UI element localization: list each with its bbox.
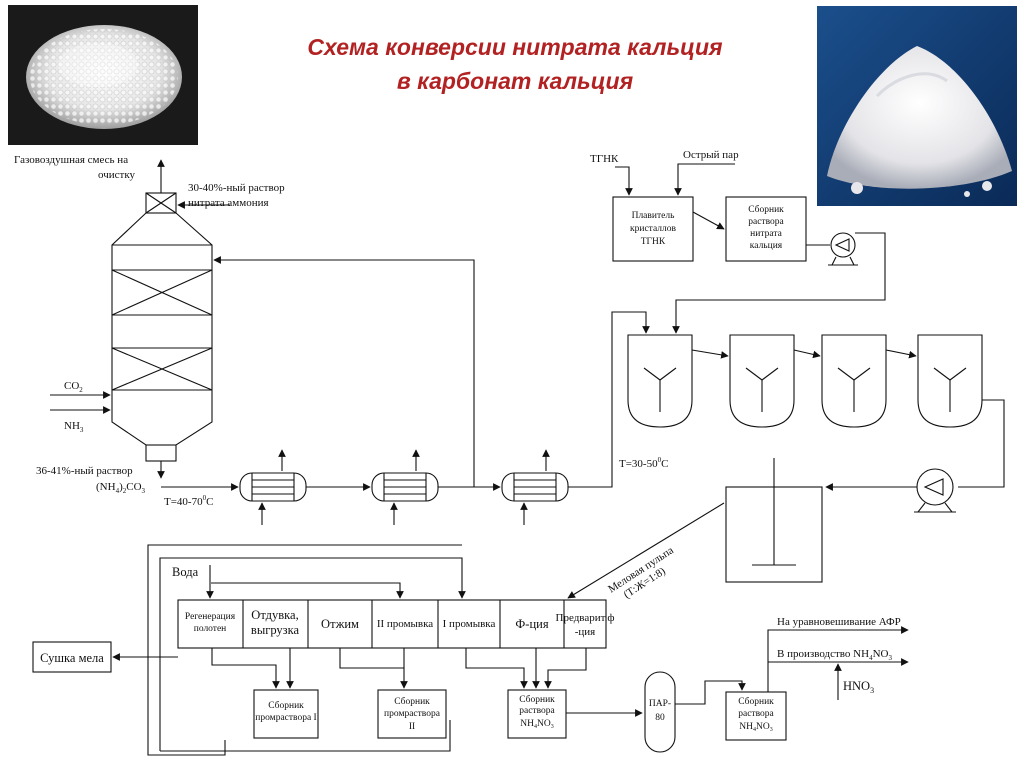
to-afr-label: На уравновешивание АФР: [777, 616, 901, 628]
tgnk-melter: [612, 196, 694, 262]
wash-collector-2: [377, 689, 447, 739]
carbonation-column: [111, 192, 213, 462]
filter-section-wash-2: II промывка: [377, 618, 433, 630]
collector-1-label-1: Сборник: [268, 700, 304, 711]
collector-2-label-2: промраствора: [384, 709, 441, 719]
chalk-drying-label: Сушка мела: [40, 651, 104, 665]
temperature-label-2: T=30-500C: [619, 456, 668, 470]
heat-exchanger-3: [501, 472, 569, 502]
carbonate-solution-formula: (NH4)2CO3: [96, 481, 146, 495]
water-label: Вода: [172, 565, 199, 579]
slurry-tank: [725, 458, 823, 583]
gas-to-cleaning-label: Газовоздушная смесь на: [14, 154, 128, 166]
melter-label-2: кристаллов: [630, 224, 676, 234]
belt-filter: [177, 599, 607, 649]
filter-section-filtration: Ф-ция: [515, 617, 548, 631]
par80-label-1: ПАР-: [649, 699, 671, 709]
chalk-slurry-label: Меловая пульпа(Т:Ж=1:8): [606, 544, 683, 606]
collector-4-label-2: раствора: [738, 709, 774, 719]
filter-section-prefilter-2: -ция: [575, 626, 596, 638]
pump-1: [828, 232, 858, 266]
co2-label: CO2: [64, 380, 83, 394]
collector-3-label-3: NH4NO3: [520, 719, 553, 730]
diagram-title: Схема конверсии нитрата кальция в карбон…: [215, 30, 815, 98]
ammonium-solution-label: 30-40%-ный раствор: [188, 182, 285, 194]
collector-1-label-2: промраствора I: [255, 713, 316, 723]
gas-to-cleaning-label-2: очистку: [98, 169, 136, 181]
hno3-label: HNO3: [843, 679, 874, 695]
wash-collector-1: [253, 689, 319, 739]
collector-ca-label-1: Сборник: [748, 204, 784, 215]
collector-3-label-1: Сборник: [519, 694, 555, 705]
title-line-1: Схема конверсии нитрата кальция: [307, 34, 723, 60]
title-line-2: в карбонат кальция: [396, 68, 634, 94]
ammonium-nitrate-collector-2: [725, 691, 787, 741]
heat-exchanger-2: [371, 472, 439, 502]
filter-section-blow: Отдувка,: [251, 608, 298, 622]
collector-4-label-1: Сборник: [738, 696, 774, 707]
filter-section-blow-2: выгрузка: [251, 623, 300, 637]
melter-label-3: ТГНК: [641, 237, 666, 247]
reactor-1: [627, 334, 693, 428]
reactor-2: [729, 334, 795, 428]
heat-exchanger-1: [239, 472, 307, 502]
ammonium-nitrate-collector-1: [507, 689, 567, 739]
collector-ca-label-3: нитрата: [750, 229, 782, 239]
reactor-3: [821, 334, 887, 428]
par80-label-2: 80: [655, 713, 665, 723]
filter-section-press: Отжим: [321, 617, 359, 631]
filter-section-prefilter: Предварит.ф: [556, 612, 615, 624]
collector-4-label-3: NH4NO3: [739, 722, 772, 733]
par-80-separator: [644, 671, 676, 753]
to-production-label: В производство NH4NO3: [777, 648, 892, 662]
nh3-label: NH3: [64, 420, 84, 434]
steam-label: Острый пар: [683, 149, 739, 161]
collector-ca-label-4: кальция: [750, 241, 783, 251]
reactor-4: [917, 334, 983, 428]
melter-label-1: Плавитель: [632, 211, 675, 221]
calcium-nitrate-collector: [725, 196, 807, 262]
collector-3-label-2: раствора: [519, 706, 555, 716]
temperature-label-1: T=40-700C: [164, 494, 213, 508]
granules-photo: [8, 5, 198, 145]
collector-ca-label-2: раствора: [748, 217, 784, 227]
pump-2: [914, 468, 956, 513]
collector-2-label-1: Сборник: [394, 696, 430, 707]
ammonium-solution-label-2: нитрата аммония: [188, 197, 269, 209]
filter-section-regen: Регенерация: [185, 612, 236, 622]
tgnk-label: ТГНК: [590, 153, 619, 165]
chalk-powder-photo: [817, 6, 1017, 206]
filter-section-regen-2: полотен: [194, 624, 227, 634]
chalk-drying-unit: [32, 641, 112, 673]
carbonate-solution-label: 36-41%-ный раствор: [36, 465, 133, 477]
filter-section-wash-1: I промывка: [443, 618, 496, 630]
collector-2-label-3: II: [409, 722, 415, 732]
